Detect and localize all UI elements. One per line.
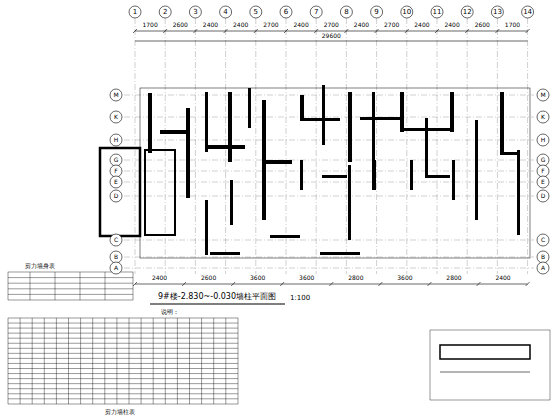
axis-letter: M xyxy=(113,92,118,98)
dimension-text: 2400 xyxy=(354,22,369,28)
dimension-text: 2400 xyxy=(152,275,167,281)
scale-text: 1:100 xyxy=(290,295,310,302)
axis-number: 7 xyxy=(314,9,318,16)
axis-number: 5 xyxy=(254,9,258,16)
dimension-text: 2400 xyxy=(293,22,308,28)
axis-letter: E xyxy=(114,179,118,185)
wall-columns xyxy=(148,85,520,255)
axis-letter: E xyxy=(541,179,545,185)
axis-letter: D xyxy=(541,193,546,199)
axis-letter: C xyxy=(541,237,545,243)
stair-outline xyxy=(100,88,530,258)
table-grid xyxy=(8,272,238,404)
axis-number: 10 xyxy=(402,9,411,16)
dimension-text: 2600 xyxy=(173,22,188,28)
axis-letter: K xyxy=(541,114,545,120)
table-title: 剪力墙身表 xyxy=(25,263,55,269)
axis-letter: C xyxy=(114,237,118,243)
drawing-title: 9#楼-2.830~-0.030墙柱平面图 xyxy=(158,293,276,301)
note-heading: 说明： xyxy=(161,309,179,315)
axis-letter: G xyxy=(114,157,119,163)
dimension-text: 2600 xyxy=(475,22,490,28)
axis-bubbles xyxy=(110,6,549,274)
axis-number: 3 xyxy=(193,9,197,16)
axis-number: 1 xyxy=(133,9,137,16)
axis-letter: K xyxy=(114,114,118,120)
axis-number: 6 xyxy=(284,9,288,16)
dimension-total: 29600 xyxy=(322,33,341,39)
axis-number: 9 xyxy=(374,9,378,16)
dimension-lines xyxy=(133,29,530,286)
axis-letter: A xyxy=(114,265,118,271)
dimension-text: 2600 xyxy=(201,275,216,281)
dimension-text: 3600 xyxy=(250,275,265,281)
dimension-text: 2400 xyxy=(233,22,248,28)
dimension-text: 2700 xyxy=(263,22,278,28)
axis-letter: F xyxy=(114,168,117,174)
axis-letter: H xyxy=(114,137,119,143)
dimension-text: 2700 xyxy=(324,22,339,28)
dimension-text: 2400 xyxy=(414,22,429,28)
axis-number: 12 xyxy=(463,9,472,16)
dimension-text: 2400 xyxy=(495,275,510,281)
axis-letter: F xyxy=(541,168,544,174)
axis-number: 13 xyxy=(493,9,502,16)
axis-letter: B xyxy=(114,254,118,260)
dimension-text: 3600 xyxy=(299,275,314,281)
axis-number: 11 xyxy=(433,9,442,16)
dimension-text: 1700 xyxy=(505,22,520,28)
dimension-text: 2400 xyxy=(444,22,459,28)
axis-letter: G xyxy=(541,157,546,163)
axis-number: 4 xyxy=(223,9,227,16)
axis-number: 14 xyxy=(523,9,532,16)
axis-letter: A xyxy=(541,265,545,271)
detail-drawing xyxy=(430,330,550,400)
axis-letter: D xyxy=(114,193,119,199)
grid-lines xyxy=(124,18,534,274)
axis-number: 8 xyxy=(344,9,348,16)
dimension-text: 2800 xyxy=(446,275,461,281)
table-title: 剪力墙柱表 xyxy=(105,409,135,415)
axis-letter: M xyxy=(540,92,545,98)
dimension-text: 2400 xyxy=(203,22,218,28)
axis-number: 2 xyxy=(163,9,167,16)
dimension-text: 1700 xyxy=(142,22,157,28)
axis-letter: B xyxy=(541,254,545,260)
axis-letter: H xyxy=(541,137,546,143)
dimension-text: 2700 xyxy=(384,22,399,28)
dimension-text: 3600 xyxy=(397,275,412,281)
title-underline xyxy=(150,303,285,304)
dimension-text: 2800 xyxy=(348,275,363,281)
